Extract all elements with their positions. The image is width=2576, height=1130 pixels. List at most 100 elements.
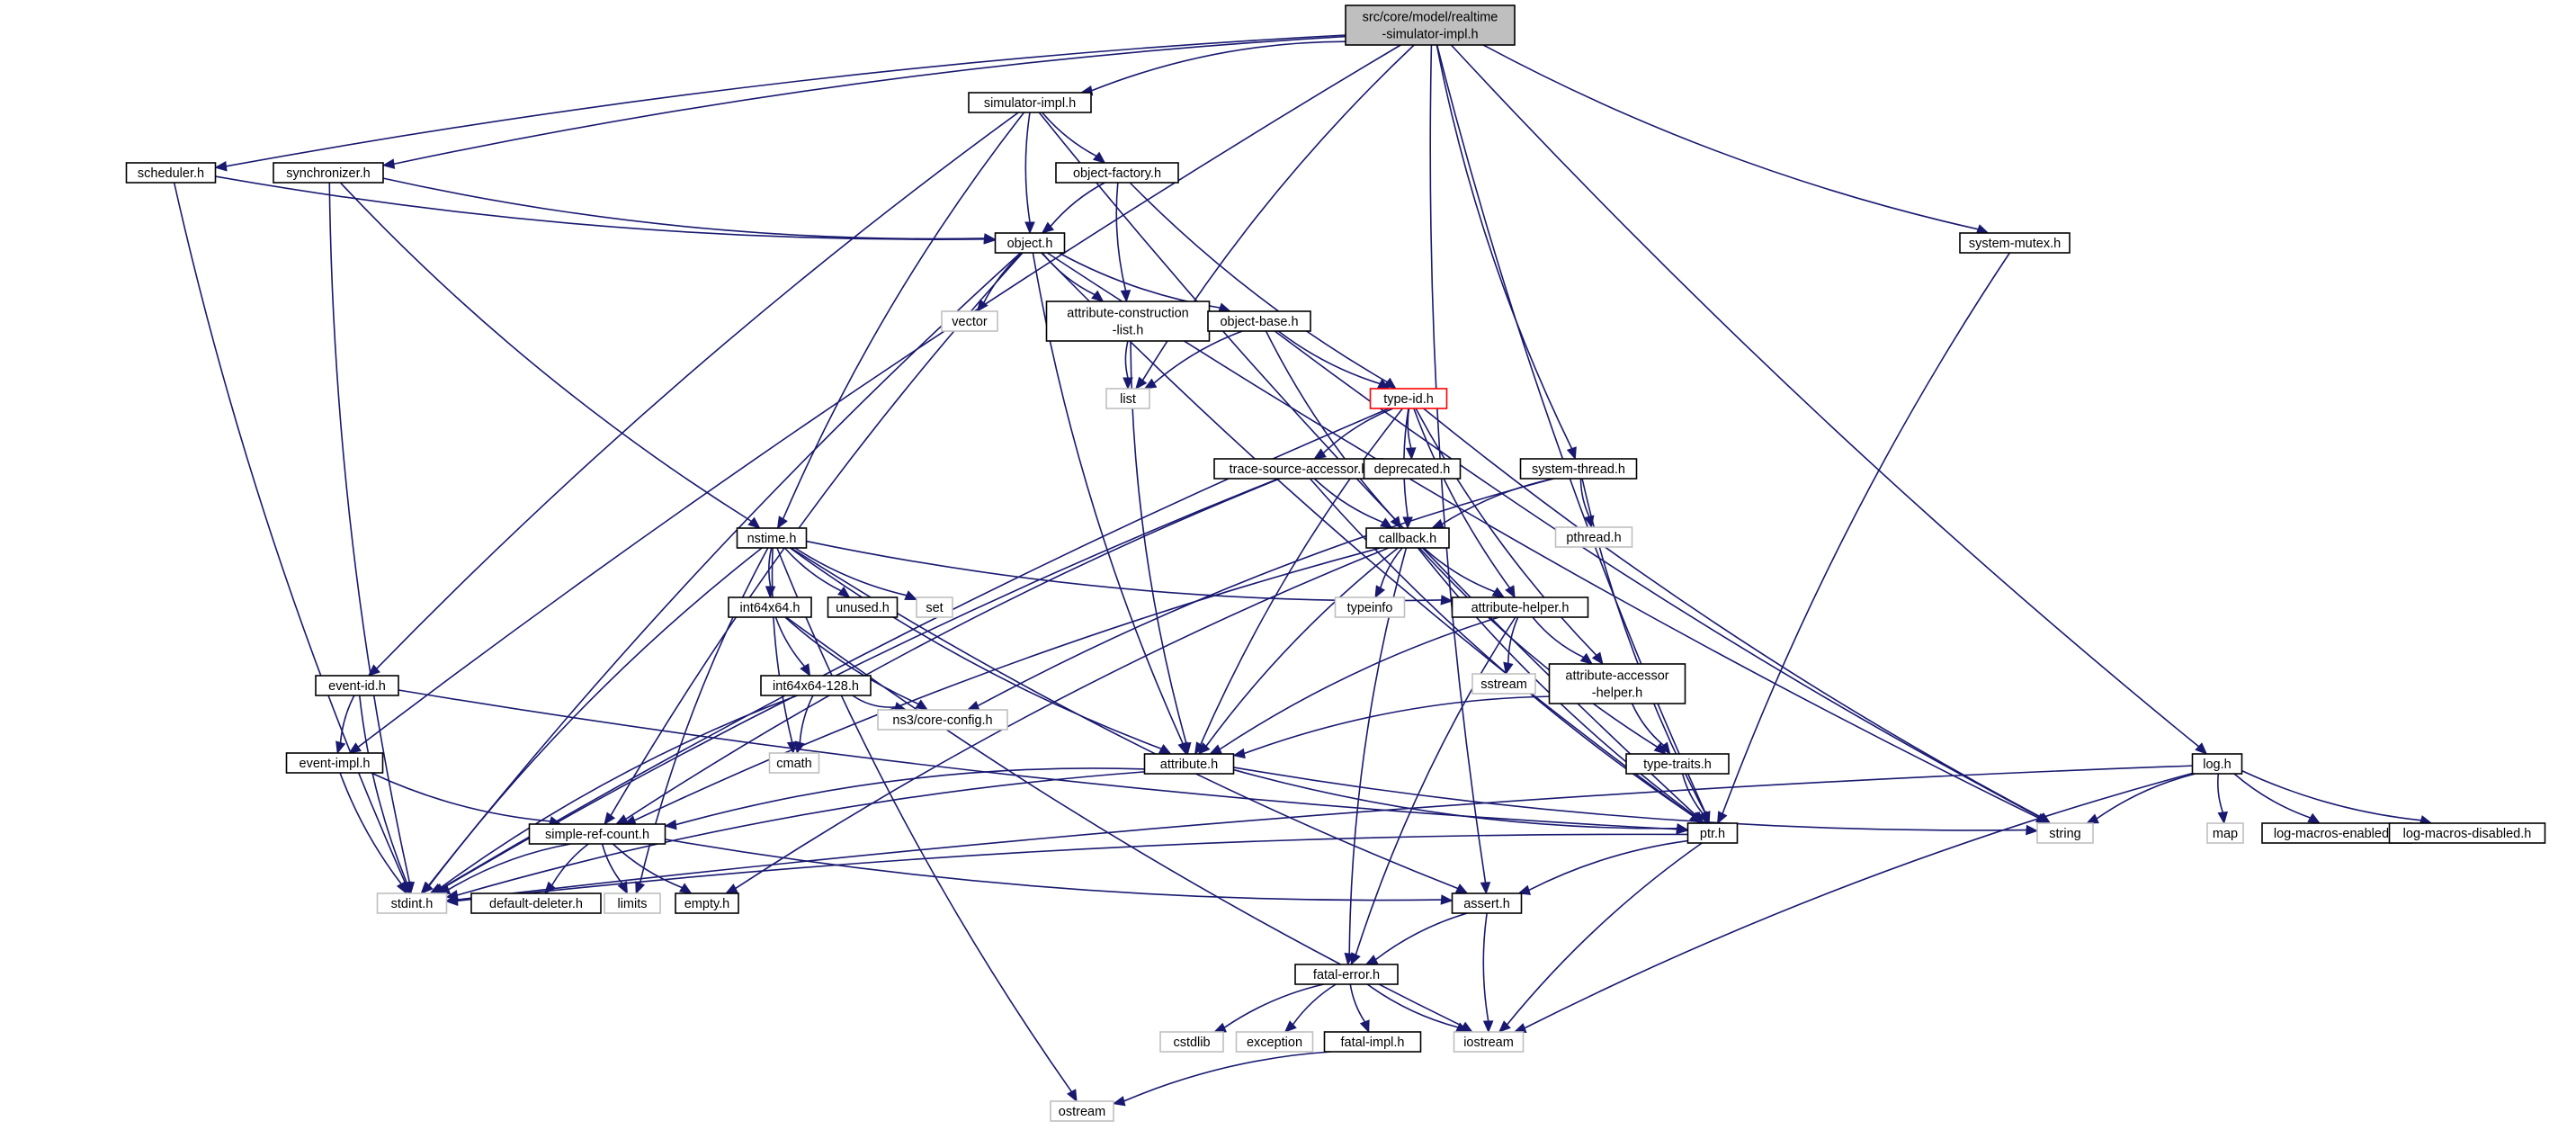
node-exception[interactable]: exception: [1235, 1031, 1314, 1053]
node-typeinfo[interactable]: typeinfo: [1334, 596, 1406, 618]
node-coreconfig[interactable]: ns3/core-config.h: [877, 709, 1008, 731]
node-box: [1451, 892, 1523, 914]
edge-fatalimpl-to-ostream: [1112, 1051, 1331, 1107]
node-attracc[interactable]: attribute-accessor-helper.h: [1548, 663, 1686, 704]
node-label: ostream: [1059, 1105, 1105, 1119]
node-box: [2206, 822, 2244, 844]
node-eventid[interactable]: event-id.h: [315, 675, 399, 696]
node-iostream[interactable]: iostream: [1453, 1031, 1525, 1053]
node-typeid[interactable]: type-id.h: [1369, 388, 1448, 409]
edge-attribute-to-simrefcount: [664, 767, 1145, 830]
edge-log-to-iostream: [1513, 772, 2193, 1033]
edge-callback-to-simrefcount: [622, 547, 1382, 826]
edge-sync-to-nstime: [339, 182, 761, 529]
node-attrcon[interactable]: attribute-construction-list.h: [1045, 300, 1211, 342]
edge-ptr-to-stdint: [445, 833, 1688, 907]
node-stdint[interactable]: stdint.h: [376, 892, 448, 914]
edge-objfac-to-attrcon: [1115, 182, 1131, 303]
node-label: exception: [1247, 1036, 1302, 1050]
node-box: [1625, 753, 1730, 775]
node-box: [1050, 1100, 1114, 1122]
edge-typetraits-to-ptr: [1681, 773, 1709, 825]
node-sched[interactable]: scheduler.h: [125, 162, 217, 184]
node-string[interactable]: string: [2036, 822, 2094, 844]
node-sim[interactable]: simulator-impl.h: [968, 92, 1092, 113]
node-label: int64x64-128.h: [773, 679, 859, 694]
node-systhread[interactable]: system-thread.h: [1519, 458, 1638, 480]
node-sstream[interactable]: sstream: [1471, 673, 1536, 695]
node-object[interactable]: object.h: [994, 232, 1066, 254]
edge-log-to-logmacen: [2233, 773, 2321, 824]
node-label: simple-ref-count.h: [545, 828, 649, 842]
node-assert[interactable]: assert.h: [1451, 892, 1523, 914]
node-box: [1554, 526, 1633, 548]
node-logmacdis[interactable]: log-macros-disabled.h: [2388, 822, 2546, 844]
edge-simrefcount-to-assert: [665, 839, 1453, 905]
node-deleter[interactable]: default-deleter.h: [470, 892, 602, 914]
edge-i128-to-cmath: [794, 695, 814, 755]
node-deprecated[interactable]: deprecated.h: [1363, 458, 1462, 480]
node-int64x64[interactable]: int64x64.h: [728, 596, 812, 618]
node-i128[interactable]: int64x64-128.h: [760, 675, 872, 696]
edge-ptr-to-assert: [1517, 839, 1688, 895]
node-pthread[interactable]: pthread.h: [1554, 526, 1633, 548]
node-limits[interactable]: limits: [604, 892, 661, 914]
node-box: [768, 752, 820, 774]
node-cstdlib[interactable]: cstdlib: [1159, 1031, 1224, 1053]
node-box: [2191, 753, 2243, 775]
node-objbase[interactable]: object-base.h: [1207, 310, 1311, 332]
edge-systhread-to-coreconfig: [966, 478, 1554, 711]
nodes-layer: src/core/model/realtime-simulator-impl.h…: [125, 4, 2546, 1122]
node-sysmutex[interactable]: system-mutex.h: [1959, 232, 2071, 254]
node-log[interactable]: log.h: [2191, 753, 2243, 775]
node-attribute[interactable]: attribute.h: [1143, 753, 1235, 775]
edge-eventimpl-to-stdint: [339, 772, 407, 895]
node-box: [376, 892, 448, 914]
node-typetraits[interactable]: type-traits.h: [1625, 753, 1730, 775]
node-ostream[interactable]: ostream: [1050, 1100, 1114, 1122]
node-label: event-impl.h: [300, 757, 371, 771]
node-sync[interactable]: synchronizer.h: [273, 162, 384, 184]
node-box: [1548, 663, 1686, 704]
node-box: [941, 310, 998, 332]
node-label: pthread.h: [1566, 531, 1621, 545]
edge-object-to-stdint: [420, 252, 1022, 894]
node-fatalerror[interactable]: fatal-error.h: [1294, 964, 1399, 985]
node-box: [736, 527, 808, 549]
node-fatalimpl[interactable]: fatal-impl.h: [1323, 1031, 1422, 1053]
node-label: ns3/core-config.h: [892, 713, 992, 728]
edge-sim-to-object: [1024, 112, 1035, 235]
node-objfac[interactable]: object-factory.h: [1055, 162, 1179, 184]
node-empty[interactable]: empty.h: [675, 892, 739, 914]
node-cmath[interactable]: cmath: [768, 752, 820, 774]
node-tsa[interactable]: trace-source-accessor.h: [1213, 458, 1384, 480]
node-box: [1453, 1031, 1525, 1053]
edge-attribute-to-ptr: [1233, 768, 1689, 834]
node-eventimpl[interactable]: event-impl.h: [285, 752, 384, 774]
node-simrefcount[interactable]: simple-ref-count.h: [528, 823, 666, 845]
node-box: [1519, 458, 1638, 480]
node-label: default-deleter.h: [489, 897, 583, 911]
node-list[interactable]: list: [1105, 388, 1150, 409]
node-box: [273, 162, 384, 184]
node-box: [528, 823, 666, 845]
node-map[interactable]: map: [2206, 822, 2244, 844]
edge-ptr-to-iostream: [1498, 842, 1703, 1033]
node-set[interactable]: set: [916, 596, 953, 618]
node-unused[interactable]: unused.h: [827, 596, 899, 618]
node-vector[interactable]: vector: [941, 310, 998, 332]
edge-objbase-to-list: [1143, 330, 1243, 390]
node-attrhelper[interactable]: attribute-helper.h: [1451, 596, 1589, 618]
node-logmacen[interactable]: log-macros-enabled.h: [2261, 822, 2412, 844]
edge-root-to-log: [1450, 44, 2208, 755]
edge-typeid-to-attrhelper: [1413, 408, 1516, 599]
node-nstime[interactable]: nstime.h: [736, 527, 808, 549]
node-box: [877, 709, 1008, 731]
node-callback[interactable]: callback.h: [1365, 527, 1450, 549]
node-ptr[interactable]: ptr.h: [1686, 822, 1739, 844]
node-box: [1345, 4, 1516, 46]
node-root[interactable]: src/core/model/realtime-simulator-impl.h: [1345, 4, 1516, 46]
node-label: list: [1120, 392, 1136, 407]
node-box: [968, 92, 1092, 113]
edge-sysmutex-to-ptr: [1717, 252, 2011, 825]
